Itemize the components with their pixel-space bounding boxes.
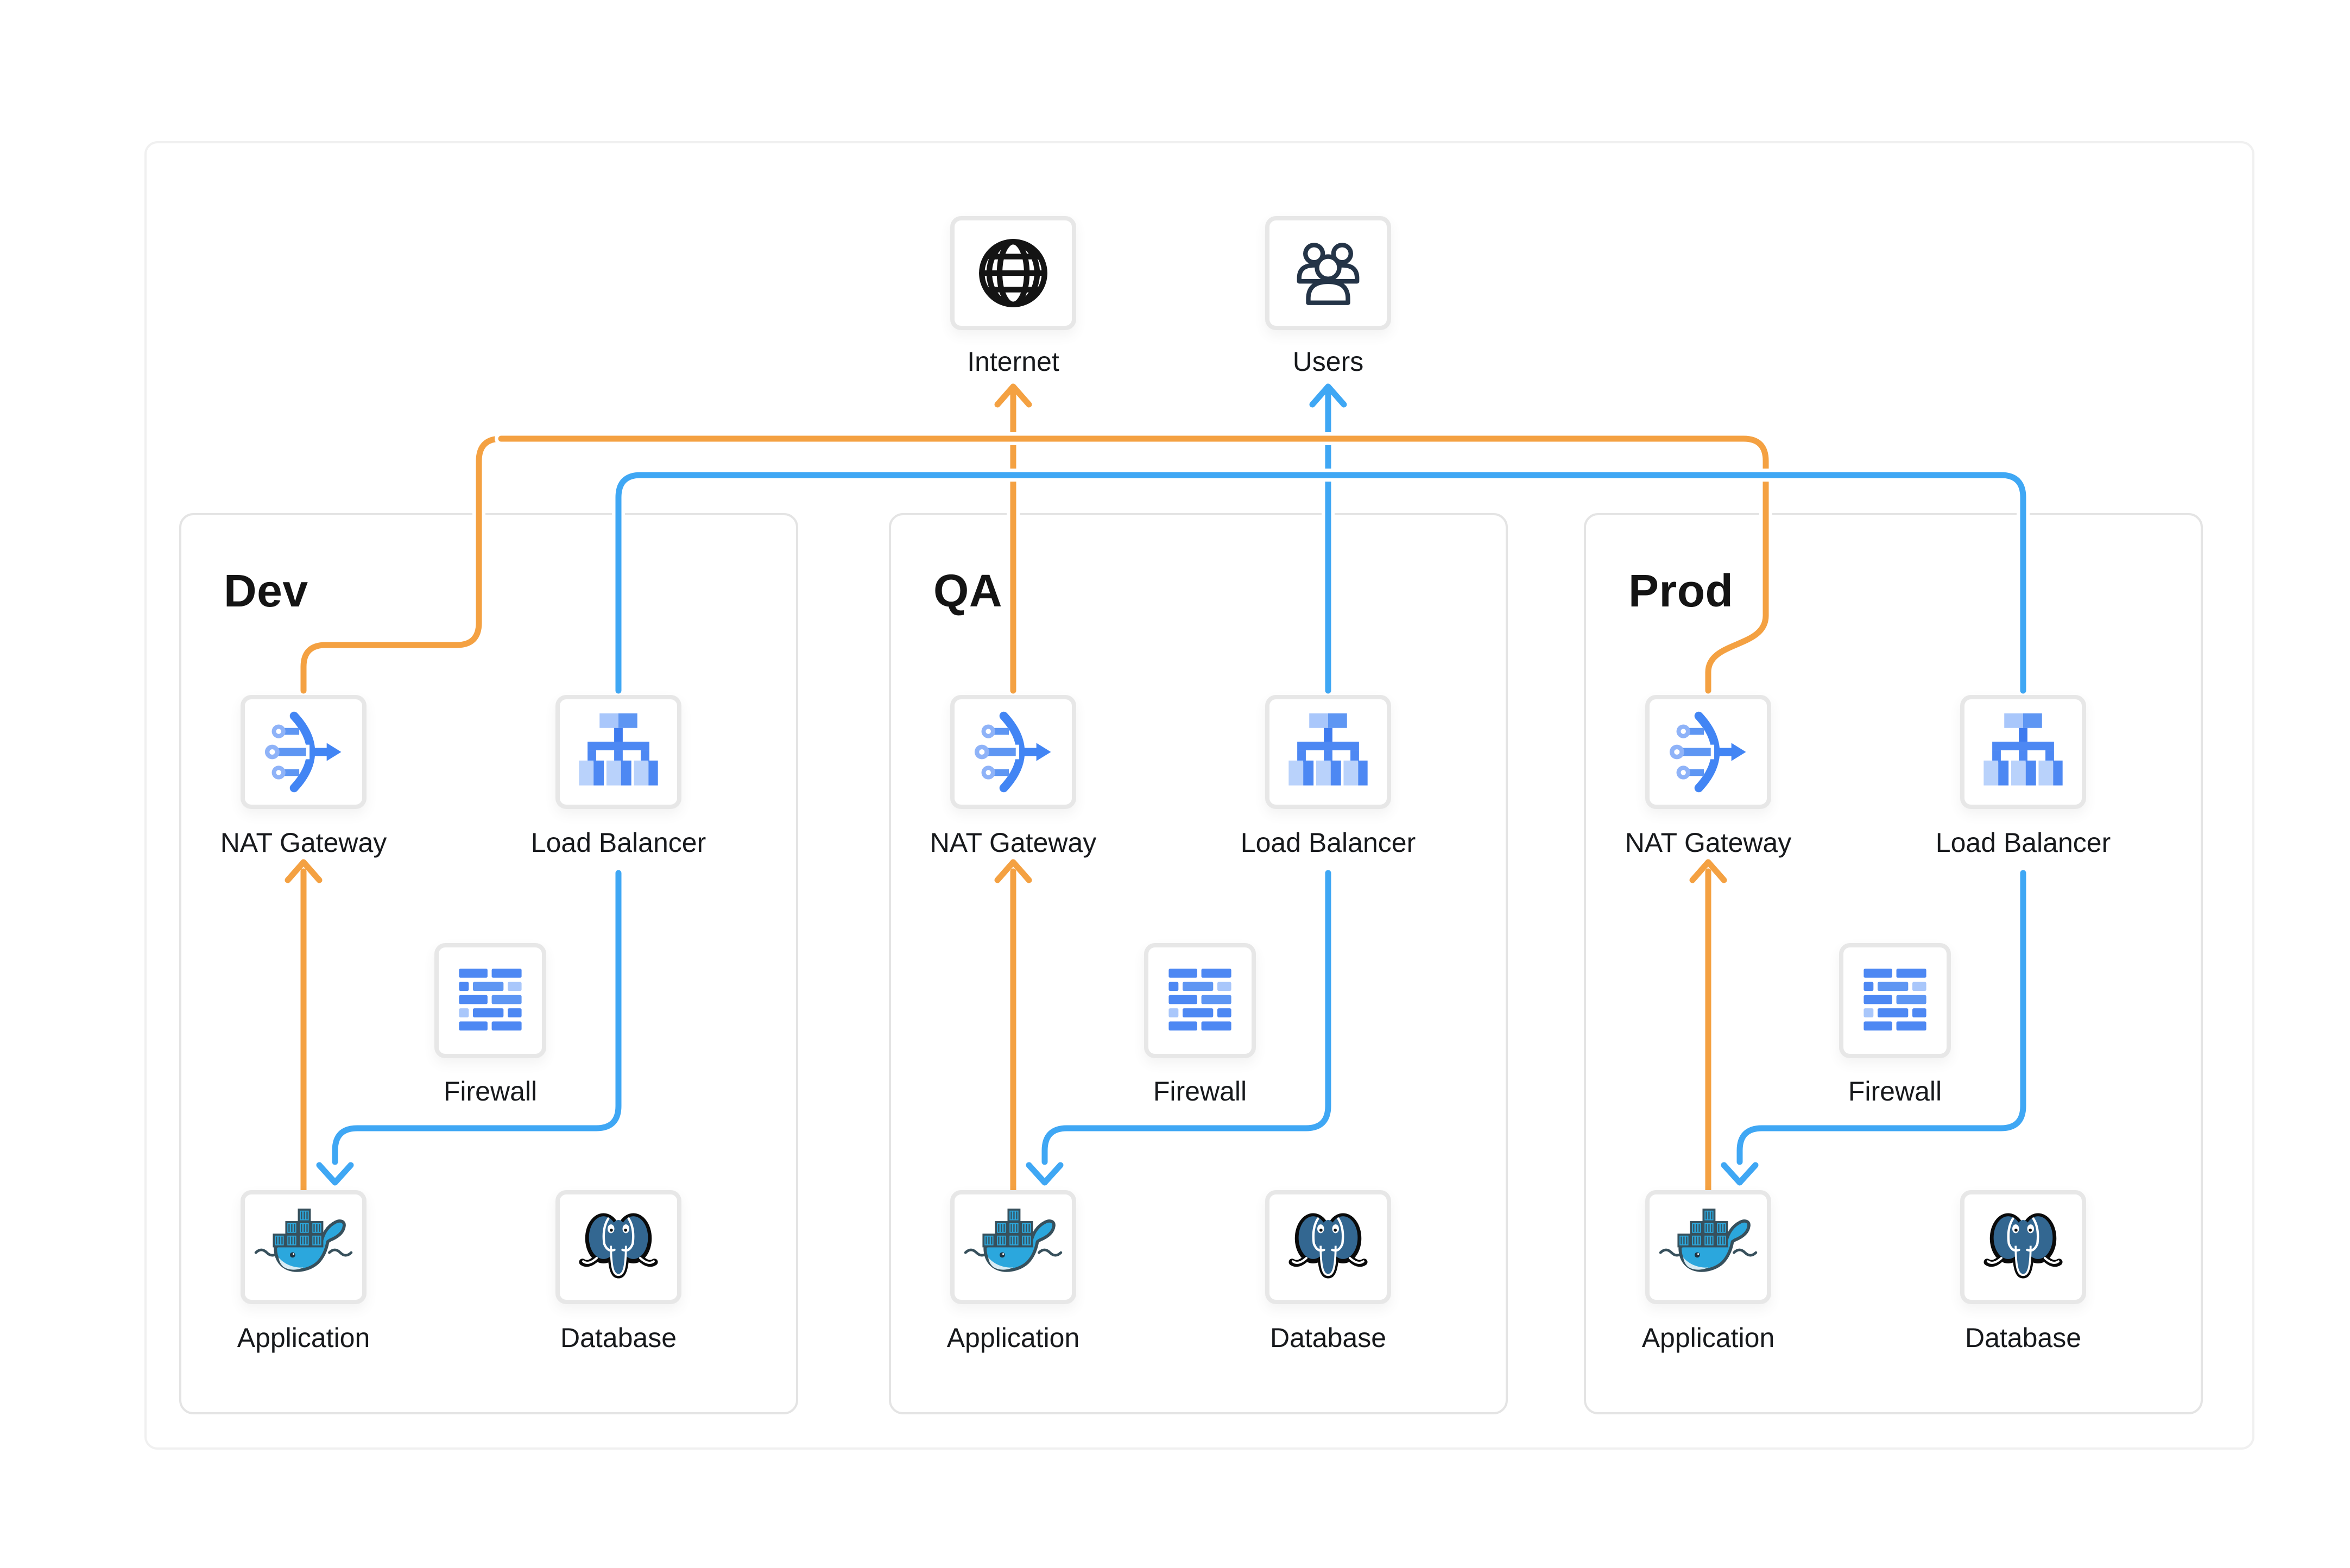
node-card-prod-lb <box>1960 695 2086 809</box>
nat-gateway-icon <box>1669 711 1746 793</box>
globe-icon <box>979 239 1047 307</box>
edge-outbound-bus-to-prod-nat-gateway <box>498 435 1769 694</box>
node-card-qa-db <box>1265 1190 1391 1304</box>
docker-icon <box>964 1209 1063 1272</box>
docker-icon <box>1659 1209 1758 1272</box>
edge-dev-application-to-nat-gateway <box>285 859 323 1193</box>
label-prod-nat: NAT Gateway <box>1625 827 1792 858</box>
load-balancer-icon <box>579 713 658 786</box>
label-qa-nat: NAT Gateway <box>930 827 1097 858</box>
label-qa-db: Database <box>1269 1323 1387 1353</box>
node-card-dev-nat <box>241 695 367 809</box>
node-card-prod-db <box>1960 1190 2086 1304</box>
node-card-dev-app <box>241 1190 367 1304</box>
label-dev-fw: Firewall <box>443 1076 538 1107</box>
edge-inbound-bus-dev-to-prod-load-balancer <box>615 472 2026 694</box>
env-title-dev: Dev <box>224 565 308 616</box>
nat-gateway-icon <box>974 711 1051 793</box>
edge-prod-load-balancer-to-application <box>1721 870 2026 1186</box>
postgresql-icon <box>579 1213 658 1279</box>
edge-qa-load-balancer-to-application <box>1026 870 1331 1186</box>
firewall-icon <box>1168 969 1231 1031</box>
edge-dev-nat-gateway-to-bus <box>300 435 525 694</box>
postgresql-icon <box>1288 1213 1368 1279</box>
node-card-users <box>1265 216 1391 330</box>
docker-icon <box>254 1209 353 1272</box>
node-card-dev-lb <box>555 695 681 809</box>
nat-gateway-icon <box>264 711 342 793</box>
label-prod-db: Database <box>1964 1323 2082 1353</box>
node-card-dev-fw <box>434 943 546 1058</box>
edge-dev-nat-gateway-to-bus-casing <box>297 432 528 697</box>
label-dev-app: Application <box>237 1323 370 1353</box>
postgresql-icon <box>1983 1213 2063 1279</box>
firewall-icon <box>1863 969 1926 1031</box>
label-dev-db: Database <box>560 1323 677 1353</box>
label-dev-lb: Load Balancer <box>530 827 706 858</box>
env-title-prod: Prod <box>1628 565 1734 616</box>
node-card-prod-fw <box>1839 943 1951 1058</box>
firewall-icon <box>459 969 522 1031</box>
node-card-qa-lb <box>1265 695 1391 809</box>
label-users: Users <box>1292 346 1364 377</box>
node-card-qa-nat <box>950 695 1076 809</box>
label-prod-fw: Firewall <box>1848 1076 1942 1107</box>
label-dev-nat: NAT Gateway <box>220 827 387 858</box>
edge-qa-application-to-nat-gateway <box>994 859 1032 1193</box>
node-card-qa-app <box>950 1190 1076 1304</box>
label-internet: Internet <box>967 346 1059 377</box>
node-card-internet <box>950 216 1076 330</box>
label-qa-lb: Load Balancer <box>1240 827 1416 858</box>
label-qa-app: Application <box>946 1323 1080 1353</box>
label-prod-app: Application <box>1641 1323 1775 1353</box>
users-icon <box>1297 243 1360 305</box>
node-card-dev-db <box>555 1190 681 1304</box>
load-balancer-icon <box>1288 713 1368 786</box>
label-prod-lb: Load Balancer <box>1935 827 2111 858</box>
edge-dev-load-balancer-to-application <box>316 870 622 1186</box>
label-qa-fw: Firewall <box>1153 1076 1247 1107</box>
edge-prod-application-to-nat-gateway <box>1689 859 1727 1193</box>
load-balancer-icon <box>1983 713 2063 786</box>
env-title-qa: QA <box>933 565 1002 616</box>
node-card-prod-app <box>1645 1190 1771 1304</box>
node-card-prod-nat <box>1645 695 1771 809</box>
edge-inbound-bus-dev-to-prod-load-balancer-casing <box>612 469 2030 697</box>
node-card-qa-fw <box>1144 943 1256 1058</box>
